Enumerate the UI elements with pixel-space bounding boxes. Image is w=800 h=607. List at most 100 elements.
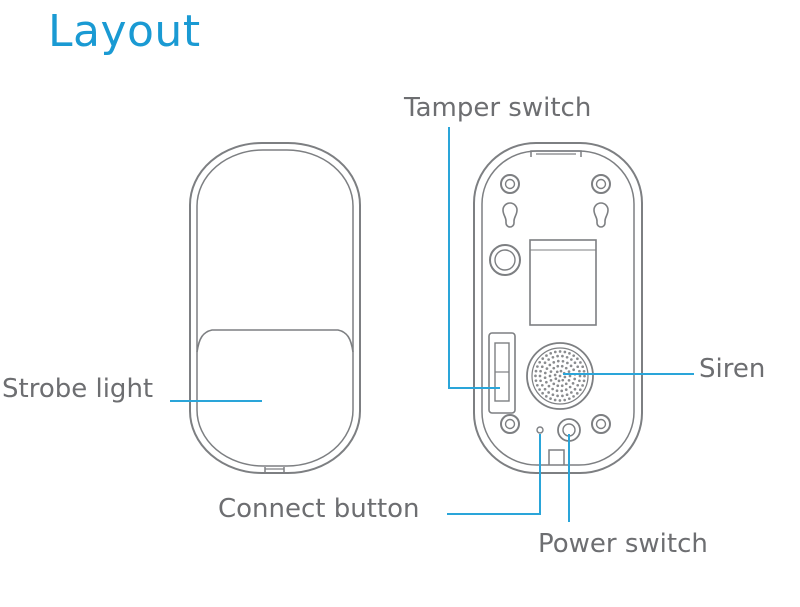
siren-grille-dot <box>543 371 547 375</box>
siren-grille-dot <box>573 387 577 391</box>
siren-grille-dot <box>555 389 559 393</box>
siren-grille-dot <box>561 354 564 358</box>
siren-grille-dot <box>553 373 557 377</box>
siren-grille-dot <box>563 398 567 402</box>
siren-grille-dot <box>582 369 586 373</box>
siren-grille-dot <box>540 365 544 369</box>
siren-grille-dot <box>568 385 572 389</box>
siren-grille-dot <box>567 378 571 382</box>
siren-grille-dot <box>556 359 560 363</box>
siren-grille-dot <box>561 359 565 363</box>
siren-grille-dot <box>560 364 564 368</box>
keyhole-left <box>502 202 518 228</box>
siren-grille-dot <box>570 391 573 394</box>
siren-grille-dot <box>569 364 573 368</box>
siren-speaker-ring <box>531 347 589 405</box>
siren-grille-dot <box>578 374 582 378</box>
siren-grille-dot <box>551 387 554 391</box>
siren-grille-dot <box>545 367 549 370</box>
round-button-outer <box>489 244 521 276</box>
siren-grille-dot <box>553 398 557 402</box>
siren-grille-dot <box>534 369 538 373</box>
leader-connect-button <box>447 434 541 515</box>
siren-grille-dot <box>564 388 568 391</box>
siren-grille-dot <box>538 374 542 378</box>
screw-hole-top-right <box>591 174 611 194</box>
siren-grille-dot <box>549 370 553 374</box>
siren-grille-dot <box>539 379 542 383</box>
siren-grille-dot <box>560 384 564 388</box>
front-outer-shell <box>189 142 361 474</box>
siren-grille-dot <box>556 394 559 398</box>
siren-grille-dot <box>548 363 552 367</box>
siren-grille-dot <box>547 358 550 361</box>
label-connect-button: Connect button <box>218 494 420 524</box>
siren-grille-dot <box>570 358 573 361</box>
keyhole-right <box>593 202 609 228</box>
siren-grille-dot <box>558 399 562 402</box>
siren-grille-dot <box>540 383 544 387</box>
siren-grille-dot <box>561 394 564 398</box>
siren-grille-dot <box>547 384 551 388</box>
screw-hole-top-left <box>500 174 520 194</box>
siren-grille-dot <box>572 368 575 372</box>
siren-grille-dot <box>565 393 569 397</box>
siren-grille-dot <box>568 374 572 378</box>
label-strobe-light: Strobe light <box>2 374 154 404</box>
bottom-notch <box>548 449 565 465</box>
siren-grille-dot <box>578 369 581 373</box>
siren-grille-dot <box>579 361 582 364</box>
siren-grille-dot <box>555 370 559 374</box>
siren-grille-dot <box>567 370 571 374</box>
siren-grille-dot <box>538 360 542 364</box>
siren-grille-dot <box>568 352 571 355</box>
siren-grille-dot <box>547 391 550 394</box>
siren-grille-dot <box>564 366 568 370</box>
siren-grille-dot <box>572 395 575 398</box>
label-area <box>529 239 597 326</box>
label-tamper-switch: Tamper switch <box>404 93 592 123</box>
siren-grille-dot <box>549 351 553 355</box>
siren-grille-dot <box>552 361 556 364</box>
siren-grille-dot <box>543 361 547 365</box>
siren-grille-dot <box>545 380 548 384</box>
siren-grille-dot <box>556 354 559 358</box>
siren-grille-dot <box>563 375 567 379</box>
strobe-light-window <box>196 329 354 353</box>
leader-lines <box>170 127 694 522</box>
device-front-view <box>189 142 361 474</box>
siren-grille-dot <box>583 374 586 378</box>
siren-grille-dot <box>573 361 577 365</box>
screw-hole-bottom-right-inner <box>595 418 607 430</box>
screw-hole-bottom-left-inner <box>504 418 516 430</box>
siren-grille-dot <box>544 394 548 398</box>
siren-grille-dot <box>543 387 547 391</box>
siren-grille-dot <box>549 397 552 400</box>
siren-grille-dot <box>558 374 562 378</box>
siren-grille-dot <box>557 379 561 383</box>
siren-grille-dot <box>552 382 556 386</box>
siren-speaker-outer <box>526 342 594 410</box>
siren-grille-dot <box>567 397 571 401</box>
siren-grille-dot <box>576 365 580 369</box>
screw-hole-top-left-inner <box>504 178 516 190</box>
top-clip <box>530 150 582 157</box>
label-siren: Siren <box>699 354 766 384</box>
siren-grille-dot <box>553 350 557 354</box>
siren-grille-dot <box>535 383 539 387</box>
siren-grille-dot <box>551 355 555 359</box>
label-power-switch: Power switch <box>538 529 708 559</box>
siren-speaker-grille <box>534 350 586 402</box>
siren-grille-dot <box>582 379 586 383</box>
siren-grille-dot <box>545 354 548 357</box>
siren-grille-dot <box>541 391 544 395</box>
tamper-switch-housing <box>488 332 516 414</box>
siren-grille-dot <box>538 388 541 391</box>
siren-grille-dot <box>576 383 580 387</box>
device-back-view <box>473 142 643 474</box>
siren-grille-dot <box>563 350 567 354</box>
siren-grille-dot <box>556 364 560 368</box>
siren-grille-dot <box>548 374 552 378</box>
connect-button-pinhole <box>536 426 544 434</box>
